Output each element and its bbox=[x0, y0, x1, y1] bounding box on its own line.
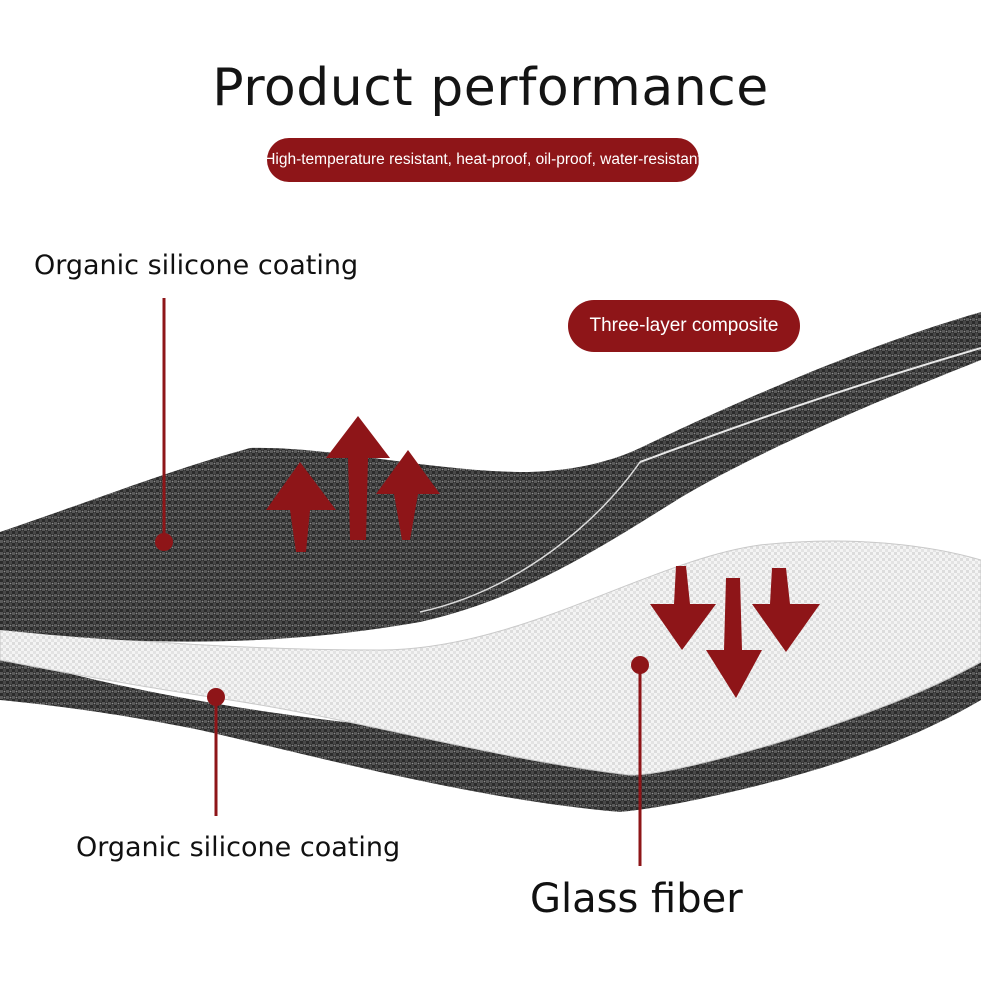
layer-edge-highlight bbox=[639, 347, 981, 463]
arrow-up-icon bbox=[266, 416, 440, 552]
page-title: Product performance bbox=[212, 58, 769, 118]
label-bottom-coating: Organic silicone coating bbox=[76, 832, 401, 863]
label-glass-fiber: Glass fiber bbox=[530, 876, 743, 922]
leader-bottom-coating bbox=[207, 688, 225, 816]
leader-top-coating bbox=[155, 298, 173, 551]
top-coating-layer bbox=[0, 312, 981, 642]
subtitle-badge: High-temperature resistant, heat-proof, … bbox=[264, 138, 702, 182]
bottom-coating-layer bbox=[0, 655, 981, 812]
arrow-down-icon bbox=[650, 566, 820, 698]
leader-glass-fiber bbox=[631, 656, 649, 866]
layer-edge-curl bbox=[419, 461, 641, 613]
label-top-coating: Organic silicone coating bbox=[34, 250, 359, 281]
composite-badge: Three-layer composite bbox=[568, 300, 800, 352]
